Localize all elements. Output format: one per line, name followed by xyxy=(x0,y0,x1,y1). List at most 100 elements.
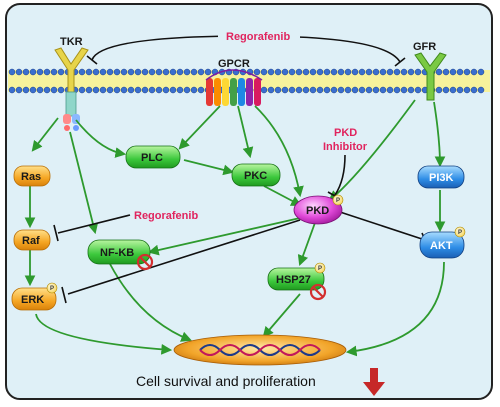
pkd-label: PKD xyxy=(306,205,329,217)
membrane-bead xyxy=(197,68,205,76)
membrane-bead xyxy=(379,68,387,76)
gpcr-label: GPCR xyxy=(218,58,250,70)
membrane-bead xyxy=(22,68,30,76)
membrane-bead xyxy=(260,86,268,94)
membrane-bead xyxy=(344,86,352,94)
outcome-label: Cell survival and proliferation xyxy=(136,373,316,389)
membrane-bead xyxy=(302,68,310,76)
membrane-bead xyxy=(22,86,30,94)
membrane-bead xyxy=(351,68,359,76)
membrane-bead xyxy=(449,86,457,94)
raf-label: Raf xyxy=(22,235,40,247)
membrane-bead xyxy=(302,86,310,94)
membrane-bead xyxy=(134,86,142,94)
membrane-bead xyxy=(379,86,387,94)
membrane-bead xyxy=(99,86,107,94)
membrane-bead xyxy=(267,86,275,94)
membrane-bead xyxy=(190,86,198,94)
membrane-bead xyxy=(50,86,58,94)
membrane-bead xyxy=(15,68,23,76)
pi3k-label: PI3K xyxy=(429,172,454,184)
membrane-bead xyxy=(323,86,331,94)
regorafenib-top-bg xyxy=(218,29,300,43)
pkc-label: PKC xyxy=(244,170,267,182)
membrane-bead xyxy=(400,86,408,94)
membrane-bead xyxy=(463,86,471,94)
membrane-bead xyxy=(470,68,478,76)
membrane-bead xyxy=(106,68,114,76)
gfr-receptor xyxy=(414,52,447,101)
pkd-inhibitor-line1: PKD xyxy=(334,127,357,139)
membrane-bead xyxy=(386,86,394,94)
membrane-bead xyxy=(309,68,317,76)
membrane-bead xyxy=(183,68,191,76)
nfkb-blocked-icon xyxy=(136,253,154,271)
membrane-bead xyxy=(288,68,296,76)
membrane-bead xyxy=(127,68,135,76)
membrane-bead xyxy=(57,68,65,76)
membrane-bead xyxy=(274,68,282,76)
erk-phospho-label: P xyxy=(50,286,54,292)
membrane-bead xyxy=(435,68,443,76)
membrane-bead xyxy=(477,86,485,94)
membrane-bead xyxy=(15,86,23,94)
membrane-bead xyxy=(309,86,317,94)
membrane-bead xyxy=(442,86,450,94)
membrane-bead xyxy=(141,86,149,94)
membrane-bead xyxy=(372,68,380,76)
membrane-bead xyxy=(281,68,289,76)
membrane-bead xyxy=(407,68,415,76)
membrane-bead xyxy=(148,68,156,76)
membrane-bead xyxy=(169,86,177,94)
membrane-bead xyxy=(435,86,443,94)
membrane-bead xyxy=(120,68,128,76)
membrane-bead xyxy=(169,68,177,76)
membrane-bead xyxy=(351,86,359,94)
gfr-label: GFR xyxy=(413,41,436,53)
erk-phospho-badge xyxy=(46,282,58,294)
membrane-bead xyxy=(155,86,163,94)
membrane-bead xyxy=(330,86,338,94)
membrane-bead xyxy=(330,68,338,76)
membrane-bead xyxy=(113,86,121,94)
membrane-bead xyxy=(127,86,135,94)
membrane-bead xyxy=(463,68,471,76)
membrane-bead xyxy=(99,68,107,76)
membrane-bead xyxy=(365,86,373,94)
membrane-bead xyxy=(113,68,121,76)
pkd-inhibitor-line2: Inhibitor xyxy=(323,141,368,153)
membrane-bead xyxy=(365,68,373,76)
membrane-bead xyxy=(442,68,450,76)
membrane-bead xyxy=(414,68,422,76)
membrane-bead xyxy=(36,68,44,76)
decrease-arrow-icon xyxy=(363,368,385,396)
membrane-bead xyxy=(85,86,93,94)
pkc-node: PKC xyxy=(231,163,281,187)
hsp27-phospho-label: P xyxy=(318,266,322,272)
membrane-bead xyxy=(8,86,16,94)
membrane-bead xyxy=(57,86,65,94)
membrane-bead xyxy=(470,86,478,94)
activation-arrows xyxy=(24,99,446,357)
dna-strand-b xyxy=(199,344,321,356)
membrane-bead xyxy=(316,86,324,94)
membrane-bead xyxy=(386,68,394,76)
hsp27-blocked-icon xyxy=(309,283,327,301)
membrane-bead xyxy=(29,86,37,94)
membrane-bead xyxy=(183,86,191,94)
membrane-bead xyxy=(372,86,380,94)
inhibition-lines xyxy=(53,154,429,304)
nfkb-node: NF-KB xyxy=(87,239,154,271)
nfkb-label: NF-KB xyxy=(100,247,134,259)
membrane-bead xyxy=(78,68,86,76)
membrane-bead xyxy=(29,68,37,76)
membrane-bead xyxy=(274,86,282,94)
akt-node: AKT P xyxy=(419,226,466,259)
membrane-bead xyxy=(176,68,184,76)
tkr-label: TKR xyxy=(60,36,83,48)
membrane-bead xyxy=(50,68,58,76)
membrane-bead xyxy=(407,86,415,94)
erk-node: ERK P xyxy=(11,282,58,311)
gpcr-receptor xyxy=(205,69,263,106)
